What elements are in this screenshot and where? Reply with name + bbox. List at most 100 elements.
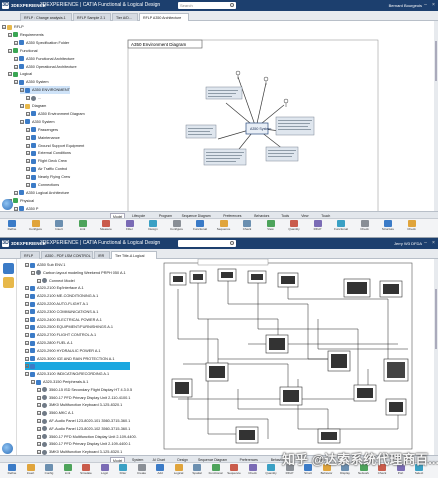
action-tab-view[interactable]: View — [301, 214, 309, 218]
tool-link-button[interactable]: Link — [75, 220, 91, 231]
tree-node[interactable]: +A350 System — [14, 78, 49, 86]
action-tab-touch[interactable]: Touch — [337, 458, 347, 462]
logical-block[interactable] — [205, 362, 229, 382]
expand-toggle-icon[interactable]: + — [26, 159, 30, 164]
tree-node[interactable]: +AF-Audio Panel 123-8020-102 3560-3715-3… — [37, 425, 130, 433]
tool-check-button[interactable]: Check — [357, 220, 373, 231]
tool-create-button[interactable]: Create — [134, 464, 150, 475]
compass-icon[interactable] — [2, 199, 13, 210]
tree-node[interactable]: +Ground Support Equipment — [26, 142, 84, 150]
tab-irr[interactable]: IRR — [94, 251, 110, 259]
tool-structure-button[interactable]: Structure — [380, 220, 396, 231]
tree-node[interactable]: +A320-2100 ME-CONDITIONING A.1 — [25, 292, 98, 300]
tool-struct-button[interactable]: Struct — [300, 464, 316, 475]
tool-sequence-button[interactable]: Sequence — [216, 220, 232, 231]
expand-toggle-icon[interactable]: + — [25, 333, 29, 338]
expand-toggle-icon[interactable]: + — [2, 25, 6, 29]
tool-rflp-button[interactable]: RFLP — [282, 464, 298, 475]
tool-add-button[interactable]: Add — [152, 464, 168, 475]
tree-node[interactable]: +A320-2400 ELECTRICAL POWER A.1 — [25, 316, 102, 324]
logical-block[interactable] — [217, 268, 237, 282]
expand-toggle-icon[interactable]: + — [8, 48, 12, 53]
product-icon[interactable] — [3, 263, 14, 274]
tree-node[interactable]: + — [25, 362, 130, 371]
expand-toggle-icon[interactable]: + — [25, 263, 29, 267]
search-icon[interactable] — [230, 3, 234, 7]
expand-toggle-icon[interactable]: + — [14, 80, 18, 85]
action-tab-preferences[interactable]: Preferences — [223, 214, 242, 218]
tree-node[interactable]: +Diagram — [20, 102, 46, 110]
expand-toggle-icon[interactable]: + — [25, 364, 29, 369]
action-tab-view[interactable]: View — [317, 458, 325, 462]
close-icon[interactable]: × — [432, 2, 435, 8]
expand-toggle-icon[interactable]: + — [26, 96, 30, 101]
expand-toggle-icon[interactable]: + — [37, 434, 41, 439]
tool-simulate-button[interactable]: Simulate — [78, 464, 94, 475]
expand-toggle-icon[interactable]: + — [26, 135, 30, 140]
tree-node[interactable]: +A320-3100 INDICATING/RECORDING A.1 — [25, 370, 109, 378]
tool-network-button[interactable]: Network — [356, 464, 372, 475]
expand-toggle-icon[interactable]: + — [26, 127, 30, 132]
action-tab-lifecycle[interactable]: Lifecycle — [132, 214, 146, 218]
tree-node[interactable]: +Maintenance — [26, 134, 60, 142]
action-tab-behaviors[interactable]: Behaviors — [254, 214, 270, 218]
expand-toggle-icon[interactable]: + — [37, 411, 41, 416]
tree-node[interactable]: +3560-17 PFD Primary Display Unit 2-110-… — [37, 394, 130, 402]
expand-toggle-icon[interactable]: + — [20, 119, 24, 124]
actor-icon[interactable] — [235, 70, 241, 79]
tool-behavior-button[interactable]: Behavior — [319, 464, 335, 475]
expand-toggle-icon[interactable]: + — [25, 309, 29, 314]
tool-insert-button[interactable]: Insert — [51, 220, 67, 231]
tool-filter-button[interactable]: Filter — [115, 464, 131, 475]
tree-node[interactable]: +RFLP — [2, 23, 24, 31]
tree-node[interactable]: +Nearly Flying Crew — [26, 173, 70, 181]
logical-block[interactable] — [383, 358, 409, 382]
tree-node[interactable]: +3560-17 PFD Primary Display Unit 2-109-… — [37, 440, 131, 448]
tab-rflp-sample[interactable]: RFLP Sample 2.1 — [73, 13, 111, 21]
user-name[interactable]: Bernard Bourgeois — [388, 3, 422, 8]
expand-toggle-icon[interactable]: + — [8, 72, 12, 77]
tree-node[interactable]: +Passengers — [26, 126, 58, 134]
tree-node[interactable]: +A320-2200 AUTO-FLIGHT A.1 — [25, 300, 88, 308]
vertical-scrollbar[interactable] — [434, 259, 438, 455]
tool-quantity-button[interactable]: Quantity — [263, 464, 279, 475]
action-tab-design[interactable]: Design — [177, 458, 188, 462]
search-icon[interactable] — [230, 241, 234, 245]
expand-toggle-icon[interactable]: + — [14, 64, 18, 69]
tree-node[interactable]: +Logical — [8, 70, 32, 78]
tree-node[interactable]: +A350 ENVIRONMENT — [20, 86, 70, 95]
system-block[interactable] — [245, 122, 269, 135]
tool-quantity-button[interactable]: Quantity — [286, 220, 302, 231]
user-name[interactable]: Jerry W3 DFDA — [394, 241, 422, 246]
diagram-canvas[interactable]: A350 Environment Diagram — [126, 21, 434, 213]
logical-diagram-canvas[interactable] — [158, 259, 434, 455]
action-tab-model[interactable]: Model — [110, 457, 126, 463]
tree-node[interactable]: +3MK0 Multifunction Keyboard 3-125-8320.… — [37, 448, 122, 456]
expand-toggle-icon[interactable]: + — [26, 151, 30, 156]
tab-logical[interactable]: Tier Title-A Logical — [111, 251, 157, 259]
expand-toggle-icon[interactable]: + — [31, 380, 35, 384]
expand-toggle-icon[interactable]: + — [26, 143, 30, 148]
tool-insert-button[interactable]: Insert — [23, 464, 39, 475]
search-box[interactable] — [178, 240, 236, 247]
logical-block[interactable] — [343, 278, 371, 298]
tree-node[interactable]: +A320-2300 COMMUNICATIONS A.1 — [25, 308, 98, 316]
expand-toggle-icon[interactable]: + — [25, 294, 29, 299]
compass-logo[interactable]: 3D — [2, 2, 9, 9]
tree-node[interactable]: +A350 P — [14, 205, 38, 213]
action-tab-preferences[interactable]: Preferences — [239, 458, 258, 462]
expand-toggle-icon[interactable]: + — [25, 341, 29, 345]
expand-toggle-icon[interactable]: + — [14, 40, 18, 45]
expand-toggle-icon[interactable]: + — [25, 317, 29, 322]
action-tab-tools[interactable]: Tools — [297, 458, 306, 462]
tool-rflp-button[interactable]: RFLP — [310, 220, 326, 231]
tool-configure-button[interactable]: Configure — [169, 220, 185, 231]
search-box[interactable]: Search — [178, 2, 236, 9]
tab-a350-architecture[interactable]: RFLP A350 Architecture — [139, 13, 189, 21]
expand-toggle-icon[interactable]: + — [20, 104, 24, 108]
expand-toggle-icon[interactable]: + — [37, 426, 41, 431]
expand-toggle-icon[interactable]: + — [26, 167, 30, 172]
minimize-icon[interactable]: – — [424, 2, 427, 8]
expand-toggle-icon[interactable]: + — [8, 32, 12, 37]
tool-sequence-button[interactable]: Sequence — [226, 464, 242, 475]
